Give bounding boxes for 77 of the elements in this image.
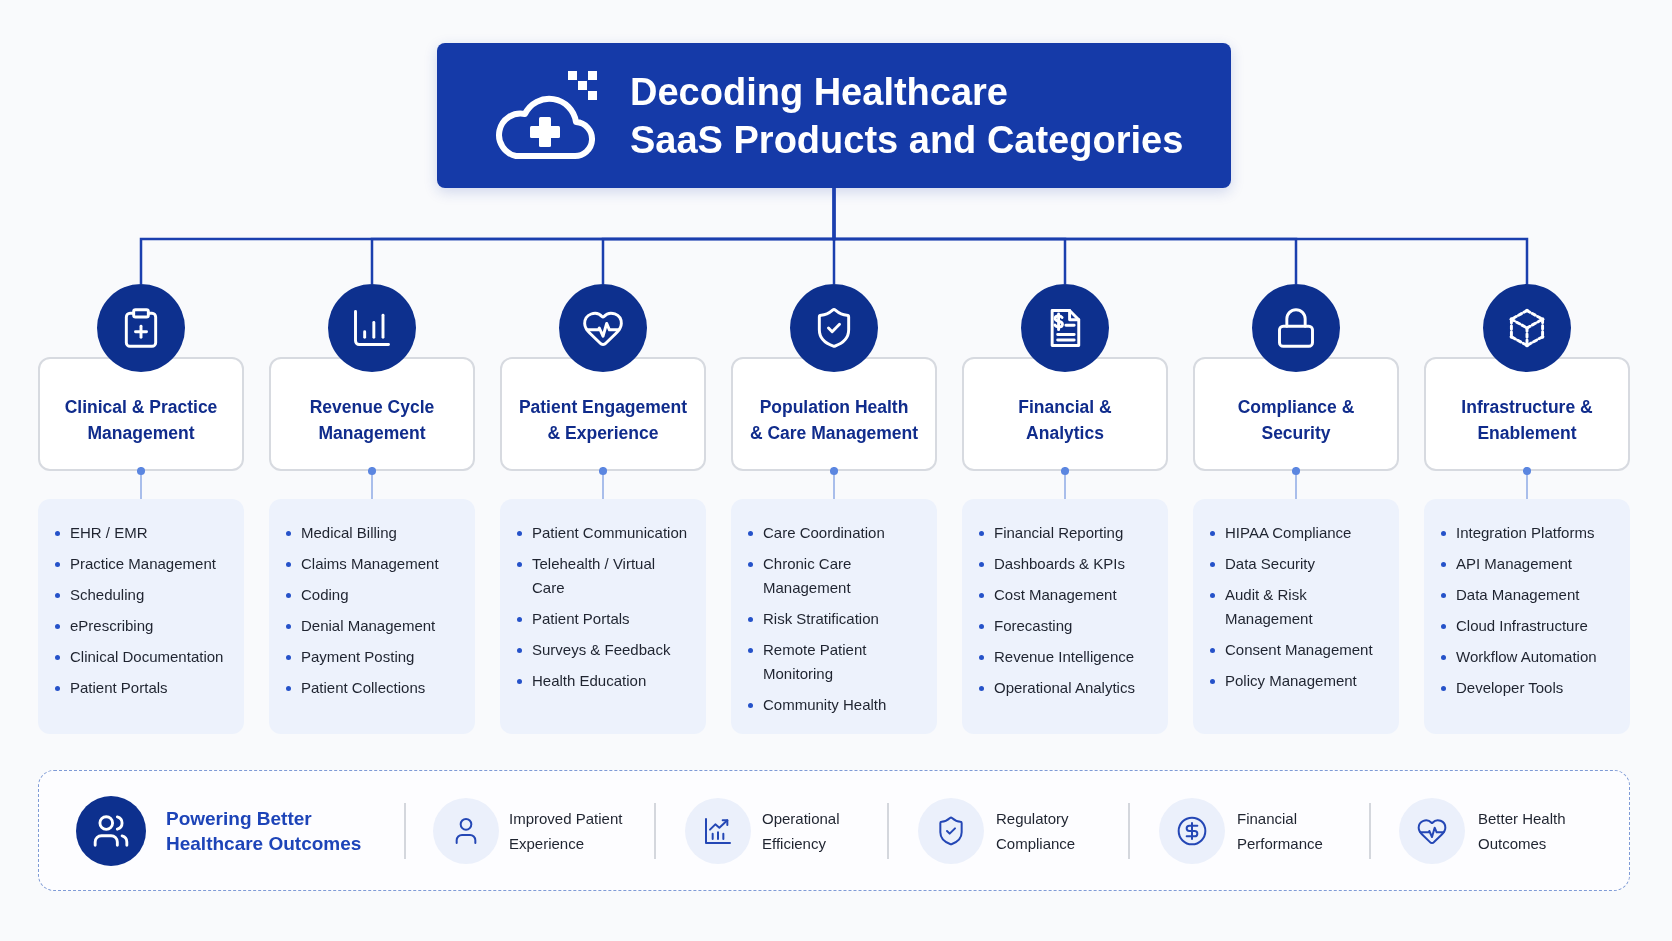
category-card [38, 357, 244, 471]
list-item: Workflow Automation [1456, 647, 1597, 667]
outcome-label: Financial Performance [1237, 809, 1324, 854]
list-item: Revenue Intelligence [994, 647, 1135, 667]
title-heading: Decoding Healthcare SaaS Products and Categories [630, 69, 1184, 163]
list-item: EHR / EMR [70, 523, 148, 543]
list-item: Denial Management [301, 616, 436, 636]
list-item: Medical Billing [301, 523, 397, 543]
list-item: Data Management [1456, 585, 1580, 605]
category-card [500, 357, 706, 471]
list-item: Scheduling [70, 585, 145, 605]
category-title: Revenue Cycle Management [308, 396, 436, 445]
list-item: Cost Management [994, 585, 1117, 605]
connector-line [1060, 466, 1070, 500]
list-item: Integration Platforms [1456, 523, 1595, 543]
list-item: Coding [301, 585, 349, 605]
outcome-label: Regulatory Compliance [996, 809, 1077, 854]
connector-line [832, 188, 1529, 284]
list-item: Claims Management [301, 554, 439, 574]
category-card [1424, 357, 1630, 471]
connector-line [598, 466, 608, 500]
list-item: Patient Communication [532, 523, 688, 543]
connector-line [1522, 466, 1532, 500]
list-item: Consent Management [1225, 640, 1373, 660]
outcome-label: Better Health Outcomes [1478, 809, 1567, 854]
list-item: Cloud Infrastructure [1456, 616, 1588, 636]
list-panel [38, 499, 244, 734]
list-panel [1424, 499, 1630, 734]
list-item: Chronic Care Management [763, 554, 853, 598]
list-item: Remote Patient Monitoring [763, 640, 868, 684]
title-banner [437, 43, 1231, 188]
connector-line [1291, 466, 1301, 500]
category-card [1193, 357, 1399, 471]
list-panel [731, 499, 937, 734]
list-item: Audit & Risk Management [1225, 585, 1314, 629]
category-title: Infrastructure & Enablement [1460, 396, 1594, 445]
list-item: Patient Portals [532, 609, 630, 629]
connector-line [136, 466, 146, 500]
category-title: Clinical & Practice Management [63, 396, 219, 445]
category-title: Financial & Analytics [1017, 396, 1113, 445]
outcomes-heading: Powering Better Healthcare Outcomes [166, 807, 363, 856]
category-card [962, 357, 1168, 471]
list-item: Patient Portals [70, 678, 168, 698]
list-item: Dashboards & KPIs [994, 554, 1125, 574]
list-item: Operational Analytics [994, 678, 1135, 698]
list-item: Data Security [1225, 554, 1316, 574]
list-item: ePrescribing [70, 616, 154, 636]
list-panel [1193, 499, 1399, 734]
category-card [269, 357, 475, 471]
list-item: Patient Collections [301, 678, 426, 698]
category-card [731, 357, 937, 471]
connector-line [367, 466, 377, 500]
category-title: Compliance & Security [1236, 396, 1356, 445]
list-item: Care Coordination [763, 523, 885, 543]
list-item: Risk Stratification [763, 609, 879, 629]
outcome-label: Operational Efficiency [762, 809, 841, 854]
list-item: Practice Management [70, 554, 216, 574]
list-item: Payment Posting [301, 647, 415, 667]
list-item: Policy Management [1225, 671, 1357, 691]
outcomes-panel [38, 770, 1630, 891]
list-item: HIPAA Compliance [1225, 523, 1352, 543]
list-item: Health Education [532, 671, 647, 691]
outcome-label: Improved Patient Experience [509, 809, 624, 854]
list-item: Developer Tools [1456, 678, 1564, 698]
list-panel [962, 499, 1168, 734]
category-title: Population Health & Care Management [749, 396, 919, 445]
list-item: API Management [1456, 554, 1572, 574]
connector-line [829, 466, 839, 500]
category-title: Patient Engagement & Experience [517, 396, 689, 445]
list-item: Telehealth / Virtual Care [532, 554, 657, 598]
list-panel [500, 499, 706, 734]
list-item: Surveys & Feedback [532, 640, 671, 660]
list-item: Clinical Documentation [70, 647, 224, 667]
list-item: Forecasting [994, 616, 1073, 636]
list-panel [269, 499, 475, 734]
list-item: Financial Reporting [994, 523, 1124, 543]
list-item: Community Health [763, 695, 887, 715]
